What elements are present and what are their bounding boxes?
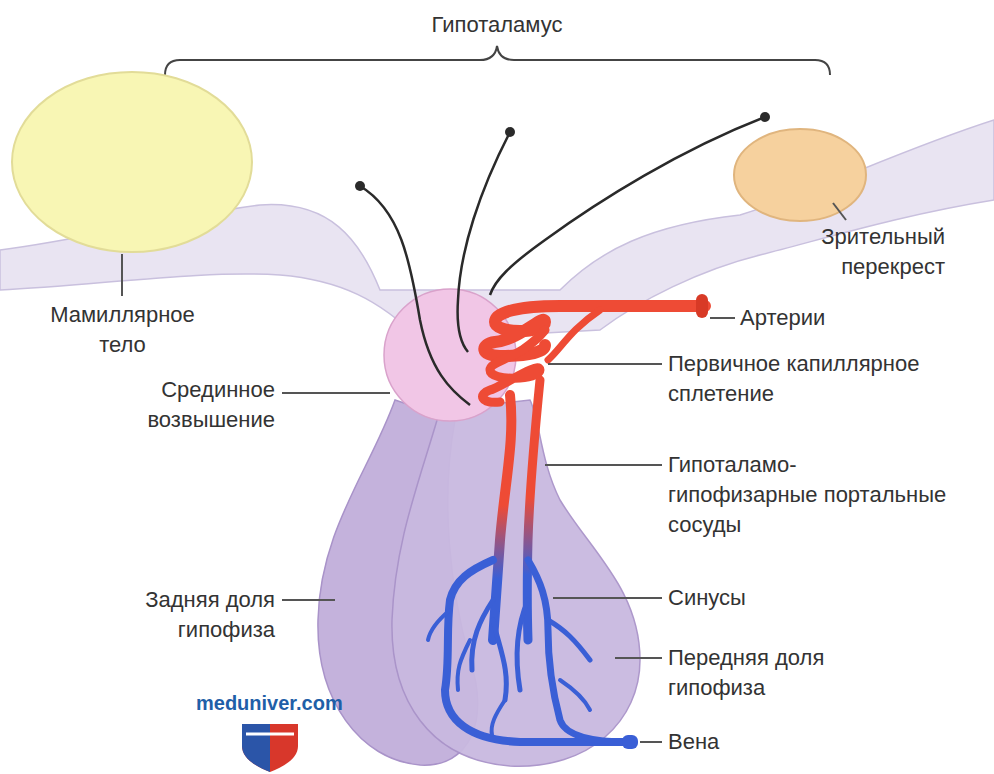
part-label: Гипоталамо- гипофизарные портальные сосу… bbox=[668, 450, 948, 540]
part-label: Задняя доля гипофиза bbox=[70, 585, 275, 645]
part-label: Мамиллярное тело bbox=[30, 300, 215, 360]
part-label: Передняя доля гипофиза bbox=[668, 643, 908, 703]
part-label: Первичное капиллярное сплетение bbox=[668, 349, 990, 409]
part-label: Зрительный перекрест bbox=[735, 222, 945, 282]
heading-label: Гипоталамус bbox=[397, 10, 597, 40]
part-label: Артерии bbox=[740, 303, 940, 333]
part-label: Вена bbox=[668, 727, 868, 757]
part-label: Срединное возвышение bbox=[70, 375, 275, 435]
part-label: Синусы bbox=[668, 583, 868, 613]
watermark: meduniver.com bbox=[196, 688, 396, 718]
